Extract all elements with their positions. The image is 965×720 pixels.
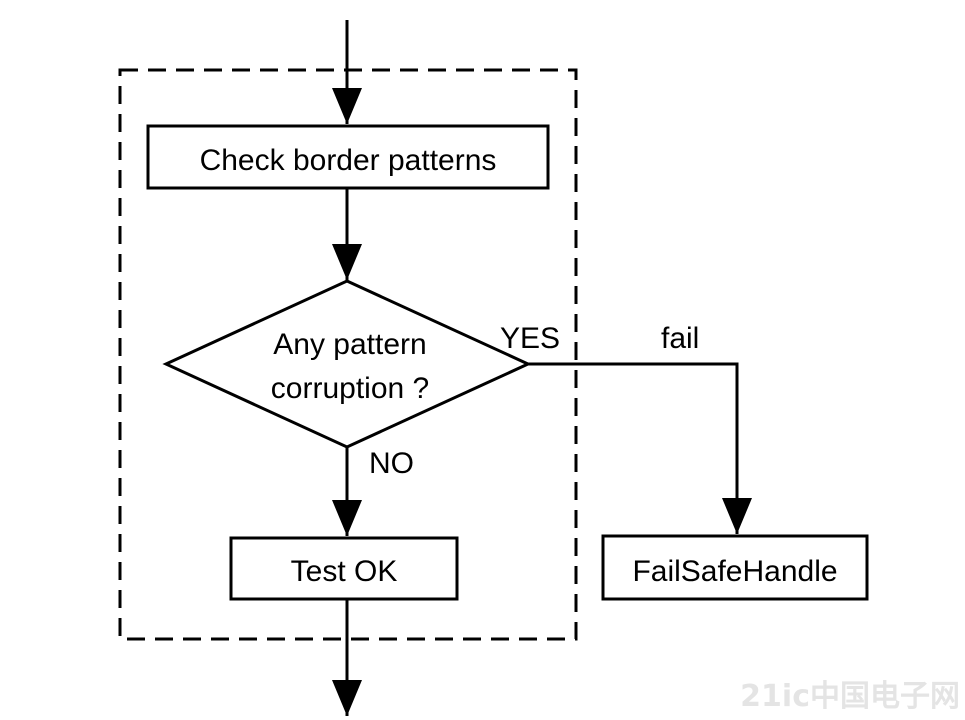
yes-label: YES: [500, 322, 560, 355]
failsafe-handle-node: FailSafeHandle: [601, 534, 869, 601]
check-border-patterns-box: [146, 124, 550, 190]
watermark-logo: 21ic中国电子网: [740, 679, 960, 714]
failsafe-handle-box: [601, 534, 869, 601]
exit-arrowhead: [332, 680, 362, 716]
entry-arrowhead: [332, 88, 362, 124]
decision-label-line1: Any pattern: [273, 328, 426, 361]
check-border-patterns-label: Check border patterns: [200, 144, 497, 177]
test-ok-box: [229, 536, 459, 601]
no-label: NO: [369, 447, 414, 480]
test-ok-node: Test OK: [229, 536, 459, 601]
yes-branch-arrowhead: [722, 498, 752, 534]
check-to-decision-arrowhead: [332, 244, 362, 280]
check-border-patterns-node: Check border patterns: [146, 124, 550, 190]
watermark-text: 21ic中国电子网: [740, 679, 960, 714]
decision-label-line2: corruption ?: [271, 372, 429, 405]
no-branch-arrowhead: [332, 500, 362, 536]
failsafe-handle-label: FailSafeHandle: [632, 555, 837, 588]
fail-label: fail: [661, 322, 699, 355]
test-ok-label: Test OK: [291, 555, 398, 588]
yes-branch-connector: [528, 362, 739, 534]
decision-diamond: [162, 279, 532, 449]
pattern-corruption-decision-node: Any pattern corruption ?: [162, 279, 532, 449]
